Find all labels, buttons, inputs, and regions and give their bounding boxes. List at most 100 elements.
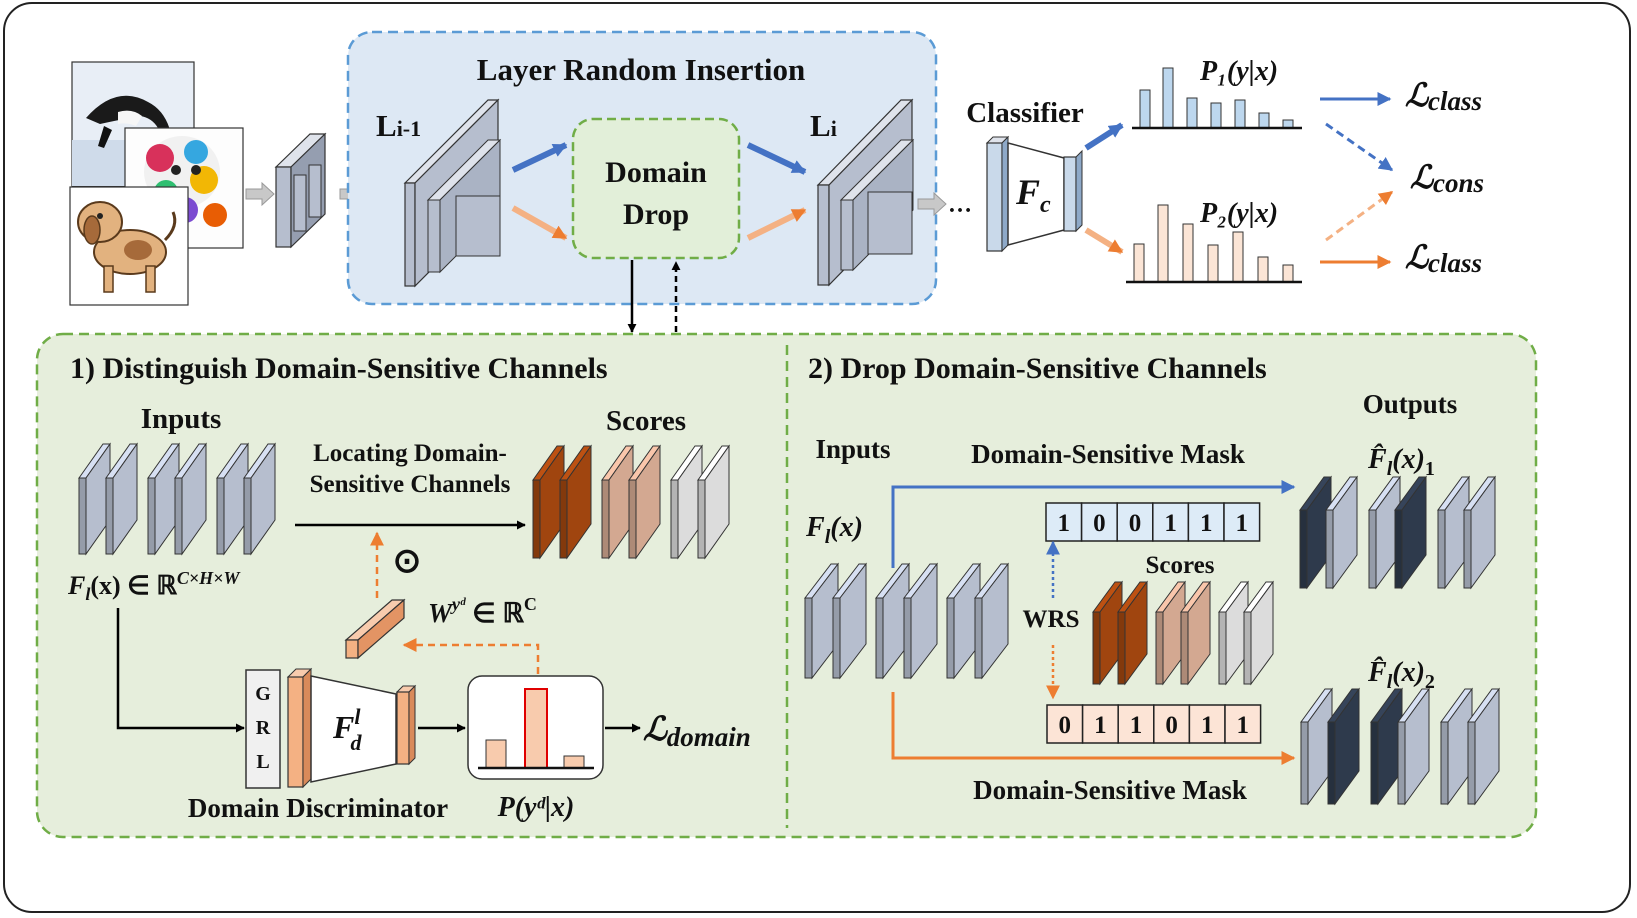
classifier-block	[985, 135, 1083, 253]
loss-class-top: ℒclass	[1405, 77, 1482, 116]
input-images	[69, 61, 244, 306]
grl-letter: L	[256, 751, 269, 773]
locating-line1: Locating Domain-	[313, 440, 507, 467]
feature-channel	[1300, 687, 1333, 806]
mask-value: 1	[1201, 712, 1214, 739]
feature-channel	[1117, 580, 1148, 686]
feature-channel	[1368, 475, 1401, 590]
feature-channel	[1467, 687, 1500, 806]
arrow-orange-out-dd	[746, 207, 807, 241]
p1-bar	[1186, 97, 1198, 129]
weight-vector	[344, 598, 406, 660]
p2-bar	[1157, 204, 1169, 283]
first-conv-block	[274, 132, 327, 249]
arrow-blue-to-p1	[1084, 122, 1124, 151]
grl-letter: R	[256, 717, 271, 739]
pyd-label: P(yᵈ|x)	[497, 792, 575, 823]
odot-symbol: ⊙	[393, 543, 422, 580]
feature-channel	[1155, 580, 1186, 686]
panel1-input-channels	[78, 442, 276, 556]
domain-prob-bar	[524, 688, 548, 769]
mask-value: 1	[1058, 510, 1071, 537]
mask-cell	[1223, 502, 1261, 542]
feature-channel	[78, 442, 111, 556]
p1-bar	[1234, 99, 1246, 129]
classifier-symbol: Fc	[1015, 172, 1051, 218]
grl-letter: G	[255, 683, 271, 705]
mask-value: 0	[1059, 712, 1072, 739]
p1-bar	[1258, 112, 1270, 129]
domain-prob-bar	[485, 739, 507, 769]
mask-value: 1	[1164, 510, 1177, 537]
panel1-title: 1) Distinguish Domain-Sensitive Channels	[70, 352, 608, 385]
feature-channel	[831, 562, 868, 680]
feature-formula: Fl(x) ∈ ℝC×H×W	[67, 568, 241, 604]
mask-cell	[1045, 502, 1083, 542]
domain-discriminator-block	[286, 667, 417, 789]
feature-channel	[1325, 475, 1358, 590]
mask-cell	[1152, 502, 1190, 542]
arrow-blue-to-output1	[891, 480, 1296, 568]
feature-channel	[105, 442, 138, 556]
feature-channel	[670, 444, 703, 560]
feature-channel	[1394, 475, 1427, 590]
arrow-orange-into-dd	[511, 205, 568, 241]
panel1-inputs-label: Inputs	[141, 403, 222, 435]
panel2-inputs-label: Inputs	[815, 434, 890, 464]
arrow-p2-to-cons	[1325, 190, 1394, 242]
feature-channel	[973, 562, 1010, 680]
feature-channel	[803, 562, 840, 680]
panel2-input-channels	[803, 562, 1010, 680]
feature-channel	[1299, 475, 1332, 590]
output1-channels	[1299, 475, 1496, 590]
arrow-hist-to-weight	[402, 638, 540, 686]
arrow-orange-to-output2	[891, 692, 1296, 765]
layer-cur-block	[816, 98, 915, 287]
gray-arrow-3	[917, 191, 947, 217]
feature-channel	[1327, 687, 1360, 806]
feature-channel	[243, 442, 276, 556]
mask-cell	[1187, 502, 1225, 542]
lri-title: Layer Random Insertion	[477, 52, 805, 87]
locating-line2: Sensitive Channels	[310, 471, 511, 498]
domain-drop-line1: Domain	[605, 156, 707, 189]
mask-value: 1	[1236, 510, 1249, 537]
feature-channel	[216, 442, 249, 556]
p1-bar	[1139, 89, 1151, 129]
feature-channel	[601, 444, 634, 560]
mask-value: 0	[1129, 510, 1142, 537]
p2-label: P₂(y|x)	[1199, 198, 1278, 229]
feature-channel	[1243, 580, 1274, 686]
mask-value: 1	[1200, 510, 1213, 537]
mask-label-top: Domain-Sensitive Mask	[971, 439, 1245, 469]
loss-domain: ℒdomain	[643, 712, 751, 752]
arrow-blue-into-dd	[511, 142, 568, 173]
feature-channel	[1463, 475, 1496, 590]
feature-channel	[1440, 687, 1473, 806]
layer-cur-label: Li	[810, 108, 837, 143]
panel1-score-channels	[532, 444, 730, 560]
p2-bar	[1257, 256, 1269, 283]
p2-bar	[1232, 231, 1244, 283]
discriminator-label: Domain Discriminator	[188, 793, 448, 823]
arrow-p1-to-cons	[1325, 122, 1394, 172]
mask-cell	[1188, 704, 1226, 744]
output2-label: F̂l(x)2	[1367, 656, 1435, 693]
layer-prev-label: Li-1	[376, 108, 421, 143]
output1-label: F̂l(x)1	[1367, 443, 1435, 480]
p1-bar	[1162, 67, 1174, 129]
mask-cell	[1116, 502, 1154, 542]
p1-bar	[1210, 102, 1222, 129]
domain-drop-box	[571, 117, 741, 260]
feature-channel	[559, 444, 592, 560]
feature-channel	[147, 442, 180, 556]
layer-prev-block	[403, 98, 502, 288]
feature-channel	[697, 444, 730, 560]
weight-formula: Wyᵈ ∈ ℝC	[428, 594, 537, 628]
grl-box	[245, 669, 281, 789]
loss-cons: ℒcons	[1410, 159, 1484, 198]
mask-cell	[1153, 704, 1191, 744]
panel2-scores-label: Scores	[1146, 552, 1215, 579]
panel2-title: 2) Drop Domain-Sensitive Channels	[808, 352, 1267, 385]
domain-prob-bar	[563, 755, 585, 769]
